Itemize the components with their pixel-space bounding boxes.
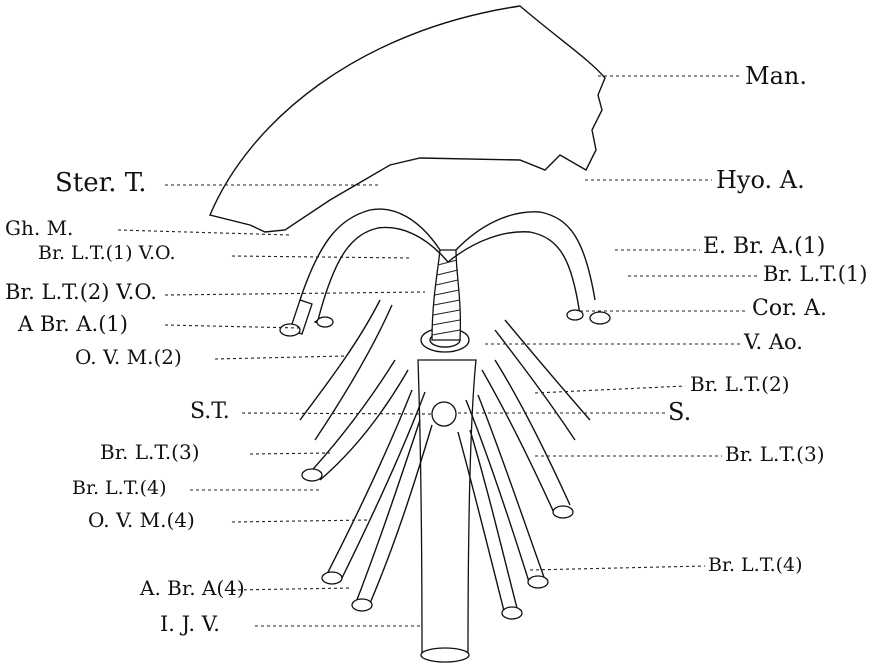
label-o-v-m4: O. V. M.(4)	[88, 510, 195, 530]
label-br-lt1-right: Br. L.T.(1)	[763, 264, 867, 285]
label-br-lt4-right: Br. L.T.(4)	[708, 556, 803, 575]
label-cor-a: Cor. A.	[752, 298, 827, 320]
label-o-v-m2: O. V. M.(2)	[75, 347, 182, 367]
label-br-lt1-vo: Br. L.T.(1) V.O.	[38, 244, 176, 263]
label-man: Man.	[745, 64, 807, 88]
label-v-ao: V. Ao.	[744, 332, 803, 353]
mandible-outline	[210, 6, 605, 232]
label-ster-t: Ster. T.	[55, 170, 147, 196]
label-br-lt2-vo: Br. L.T.(2) V.O.	[5, 282, 157, 303]
jugular-vein-opening	[421, 648, 469, 662]
label-hyo-a: Hyo. A.	[716, 168, 805, 192]
label-br-lt3-right: Br. L.T.(3)	[725, 444, 825, 464]
label-br-lt4-left: Br. L.T.(4)	[72, 479, 167, 498]
label-s: S.	[668, 400, 691, 424]
label-a-br-a1: A Br. A.(1)	[18, 314, 128, 335]
label-br-lt2-right: Br. L.T.(2)	[690, 374, 790, 394]
label-e-br-a1: E. Br. A.(1)	[703, 236, 825, 258]
right-gill-filaments	[458, 320, 590, 615]
label-i-j-v: I. J. V.	[160, 614, 220, 635]
label-gh-m: Gh. M.	[5, 218, 73, 238]
sinus-circle	[432, 402, 456, 426]
left-gill-filaments	[290, 300, 432, 608]
label-br-lt3-left: Br. L.T.(3)	[100, 442, 200, 462]
label-a-br-a4: A. Br. A(4)	[140, 578, 245, 598]
label-s-t: S.T.	[190, 401, 230, 423]
left-upper-arch	[300, 209, 440, 300]
